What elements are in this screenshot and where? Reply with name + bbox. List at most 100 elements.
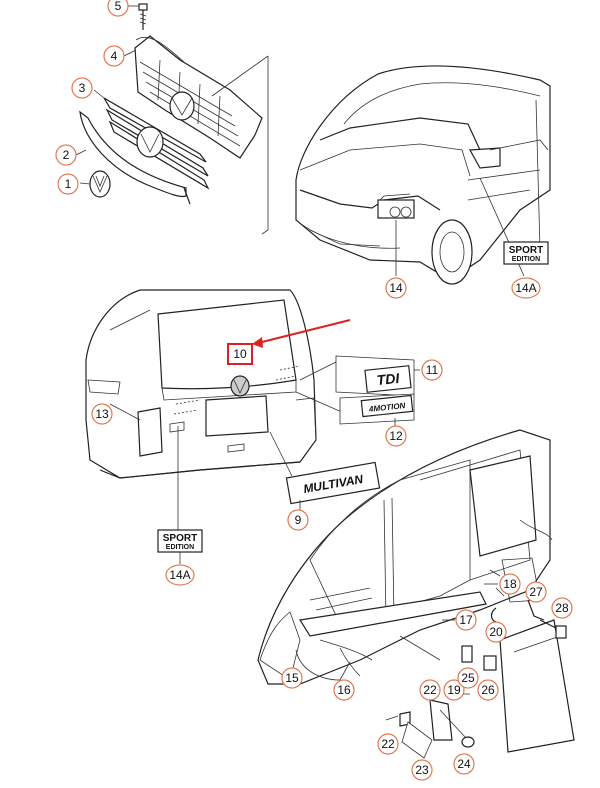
callout-circle: [385, 277, 407, 299]
callout-circle: [385, 425, 407, 447]
callout-circle: [107, 0, 129, 17]
callout-label: 19: [447, 683, 461, 697]
callout-label: 3: [79, 81, 86, 95]
callout-c18: 18: [499, 573, 521, 595]
callout-c24: 24: [453, 753, 475, 775]
small-emblem-part: 4MOTION: [339, 393, 415, 426]
callout-circle: [499, 573, 521, 595]
callout-label: 4: [111, 49, 118, 63]
front-grille-group: [75, 3, 269, 235]
callout-label: 16: [337, 683, 351, 697]
callout-label: 17: [459, 613, 473, 627]
side-body-panel: [257, 429, 553, 685]
callout-circle: [71, 77, 93, 99]
callout-circle: [455, 609, 477, 631]
callout-highlight-box: [227, 343, 253, 365]
callout-c2: 2: [55, 144, 77, 166]
callout-c4: 4: [103, 45, 125, 67]
callout-c10: 10: [227, 343, 253, 365]
bumper-trim: [79, 110, 191, 205]
callout-c14a2: 14A: [165, 564, 195, 586]
highlight-arrow: [252, 319, 351, 348]
callout-c14a1: 14A: [511, 277, 541, 299]
tdi-badge-part: TDI: [335, 355, 420, 397]
callout-label: 27: [529, 585, 543, 599]
callout-circle: [477, 679, 499, 701]
callout-circle: [551, 597, 573, 619]
callout-label: 9: [295, 513, 302, 527]
callout-circle: [453, 753, 475, 775]
callout-label: 26: [481, 683, 495, 697]
callout-circle: [281, 667, 303, 689]
callout-label: 13: [95, 407, 109, 421]
callout-label: 28: [555, 601, 569, 615]
screw-part: [138, 3, 148, 30]
callout-label: 25: [461, 671, 475, 685]
callout-c1: 1: [57, 173, 79, 195]
callout-circle: [443, 679, 465, 701]
callout-label: 1: [65, 177, 72, 191]
callout-c22a: 22: [419, 679, 441, 701]
multivan-badge-part: MULTIVAN: [285, 461, 381, 510]
clip-parts: [385, 599, 567, 759]
callout-circle: [103, 45, 125, 67]
callout-c23: 23: [411, 759, 433, 781]
callout-label: 2: [63, 148, 70, 162]
callout-circle: [525, 581, 547, 603]
callout-label: 22: [423, 683, 437, 697]
callout-circle: [91, 403, 113, 425]
callout-c3: 3: [71, 77, 93, 99]
edition-text: EDITION: [512, 256, 540, 263]
callout-c13: 13: [91, 403, 113, 425]
mudflap-part: [499, 619, 575, 753]
vw-emblem-part: [89, 170, 111, 198]
callout-label: 14: [389, 281, 403, 295]
sport-edition-badge-rear: SPORT EDITION: [157, 529, 203, 564]
callout-c25: 25: [457, 667, 479, 689]
callout-circle: [419, 679, 441, 701]
callout-c12: 12: [385, 425, 407, 447]
sport-edition-badge-front: SPORT EDITION: [503, 241, 549, 265]
callout-circle: [511, 277, 541, 299]
callout-label: 12: [389, 429, 403, 443]
callout-label: 22: [381, 737, 395, 751]
callout-c26: 26: [477, 679, 499, 701]
callout-circle: [411, 759, 433, 781]
callout-c5: 5: [107, 0, 129, 17]
callout-c19: 19: [443, 679, 465, 701]
callout-circle: [333, 679, 355, 701]
callout-circle: [287, 509, 309, 531]
callout-c22b: 22: [377, 733, 399, 755]
callout-label: 5: [115, 0, 122, 13]
callout-circle: [421, 359, 443, 381]
callout-c28: 28: [551, 597, 573, 619]
upper-grille: [134, 35, 263, 159]
callout-circle: [55, 144, 77, 166]
callout-c27: 27: [525, 581, 547, 603]
callout-circle: [377, 733, 399, 755]
front-van-view: [295, 65, 551, 285]
callout-c16: 16: [333, 679, 355, 701]
callout-label: 23: [415, 763, 429, 777]
callout-label: 14A: [169, 568, 190, 582]
callout-c14: 14: [385, 277, 407, 299]
callout-label: 11: [426, 363, 439, 377]
callout-circle: [457, 667, 479, 689]
callout-c17: 17: [455, 609, 477, 631]
callout-label: 10: [233, 347, 247, 361]
callout-label: 20: [489, 625, 503, 639]
callout-circle: [485, 621, 507, 643]
callout-c11: 11: [421, 359, 443, 381]
callout-label: 24: [457, 757, 471, 771]
small-emblem-text: 4MOTION: [368, 401, 406, 414]
callout-c15: 15: [281, 667, 303, 689]
sport-text: SPORT: [509, 245, 543, 256]
callout-c9: 9: [287, 509, 309, 531]
callout-c20: 20: [485, 621, 507, 643]
sport-text: SPORT: [163, 533, 197, 544]
callout-label: 15: [285, 671, 299, 685]
callout-circle: [165, 564, 195, 586]
